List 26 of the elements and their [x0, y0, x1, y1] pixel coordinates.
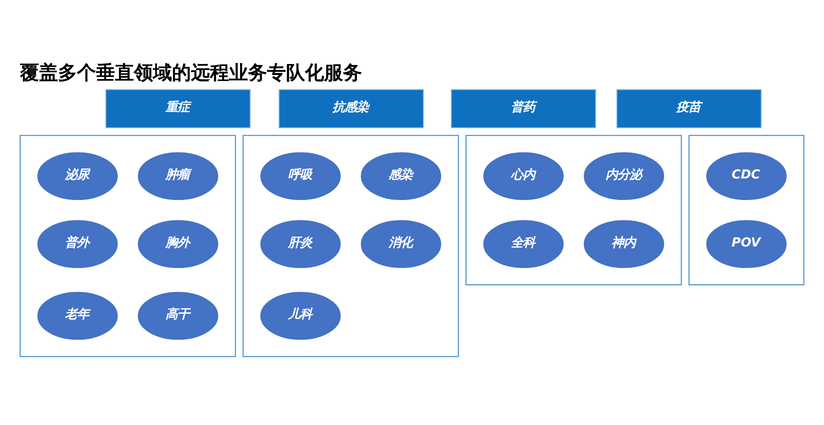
cluster — [20, 134, 236, 358]
node-ellipse: 儿科 — [260, 292, 341, 340]
node-ellipse: 感染 — [360, 152, 442, 200]
node-box: 疫苗 — [616, 89, 762, 128]
cluster — [466, 134, 682, 286]
node-box: 重症 — [105, 89, 251, 128]
node-ellipse: CDC — [706, 152, 787, 200]
node-box: 普药 — [450, 89, 596, 128]
node-ellipse: 消化 — [360, 220, 442, 268]
node-ellipse: 胸外 — [138, 220, 218, 268]
node-ellipse: 泌尿 — [37, 152, 118, 200]
node-ellipse: 肿瘤 — [138, 152, 218, 200]
cluster — [242, 134, 459, 358]
node-ellipse: 全科 — [483, 220, 564, 268]
diagram-title: 覆盖多个垂直领域的远程业务专队化服务 — [20, 61, 362, 84]
node-box: 抗感染 — [278, 89, 424, 128]
node-ellipse: 神内 — [584, 220, 664, 268]
node-ellipse: 肝炎 — [260, 220, 341, 268]
node-ellipse: 高干 — [138, 292, 218, 340]
node-ellipse: POV — [706, 220, 787, 268]
node-ellipse: 呼吸 — [260, 152, 341, 200]
cluster — [688, 134, 804, 286]
node-ellipse: 心内 — [483, 152, 564, 200]
node-ellipse: 普外 — [37, 220, 118, 268]
node-ellipse: 老年 — [37, 292, 118, 340]
node-ellipse: 内分泌 — [584, 152, 664, 200]
